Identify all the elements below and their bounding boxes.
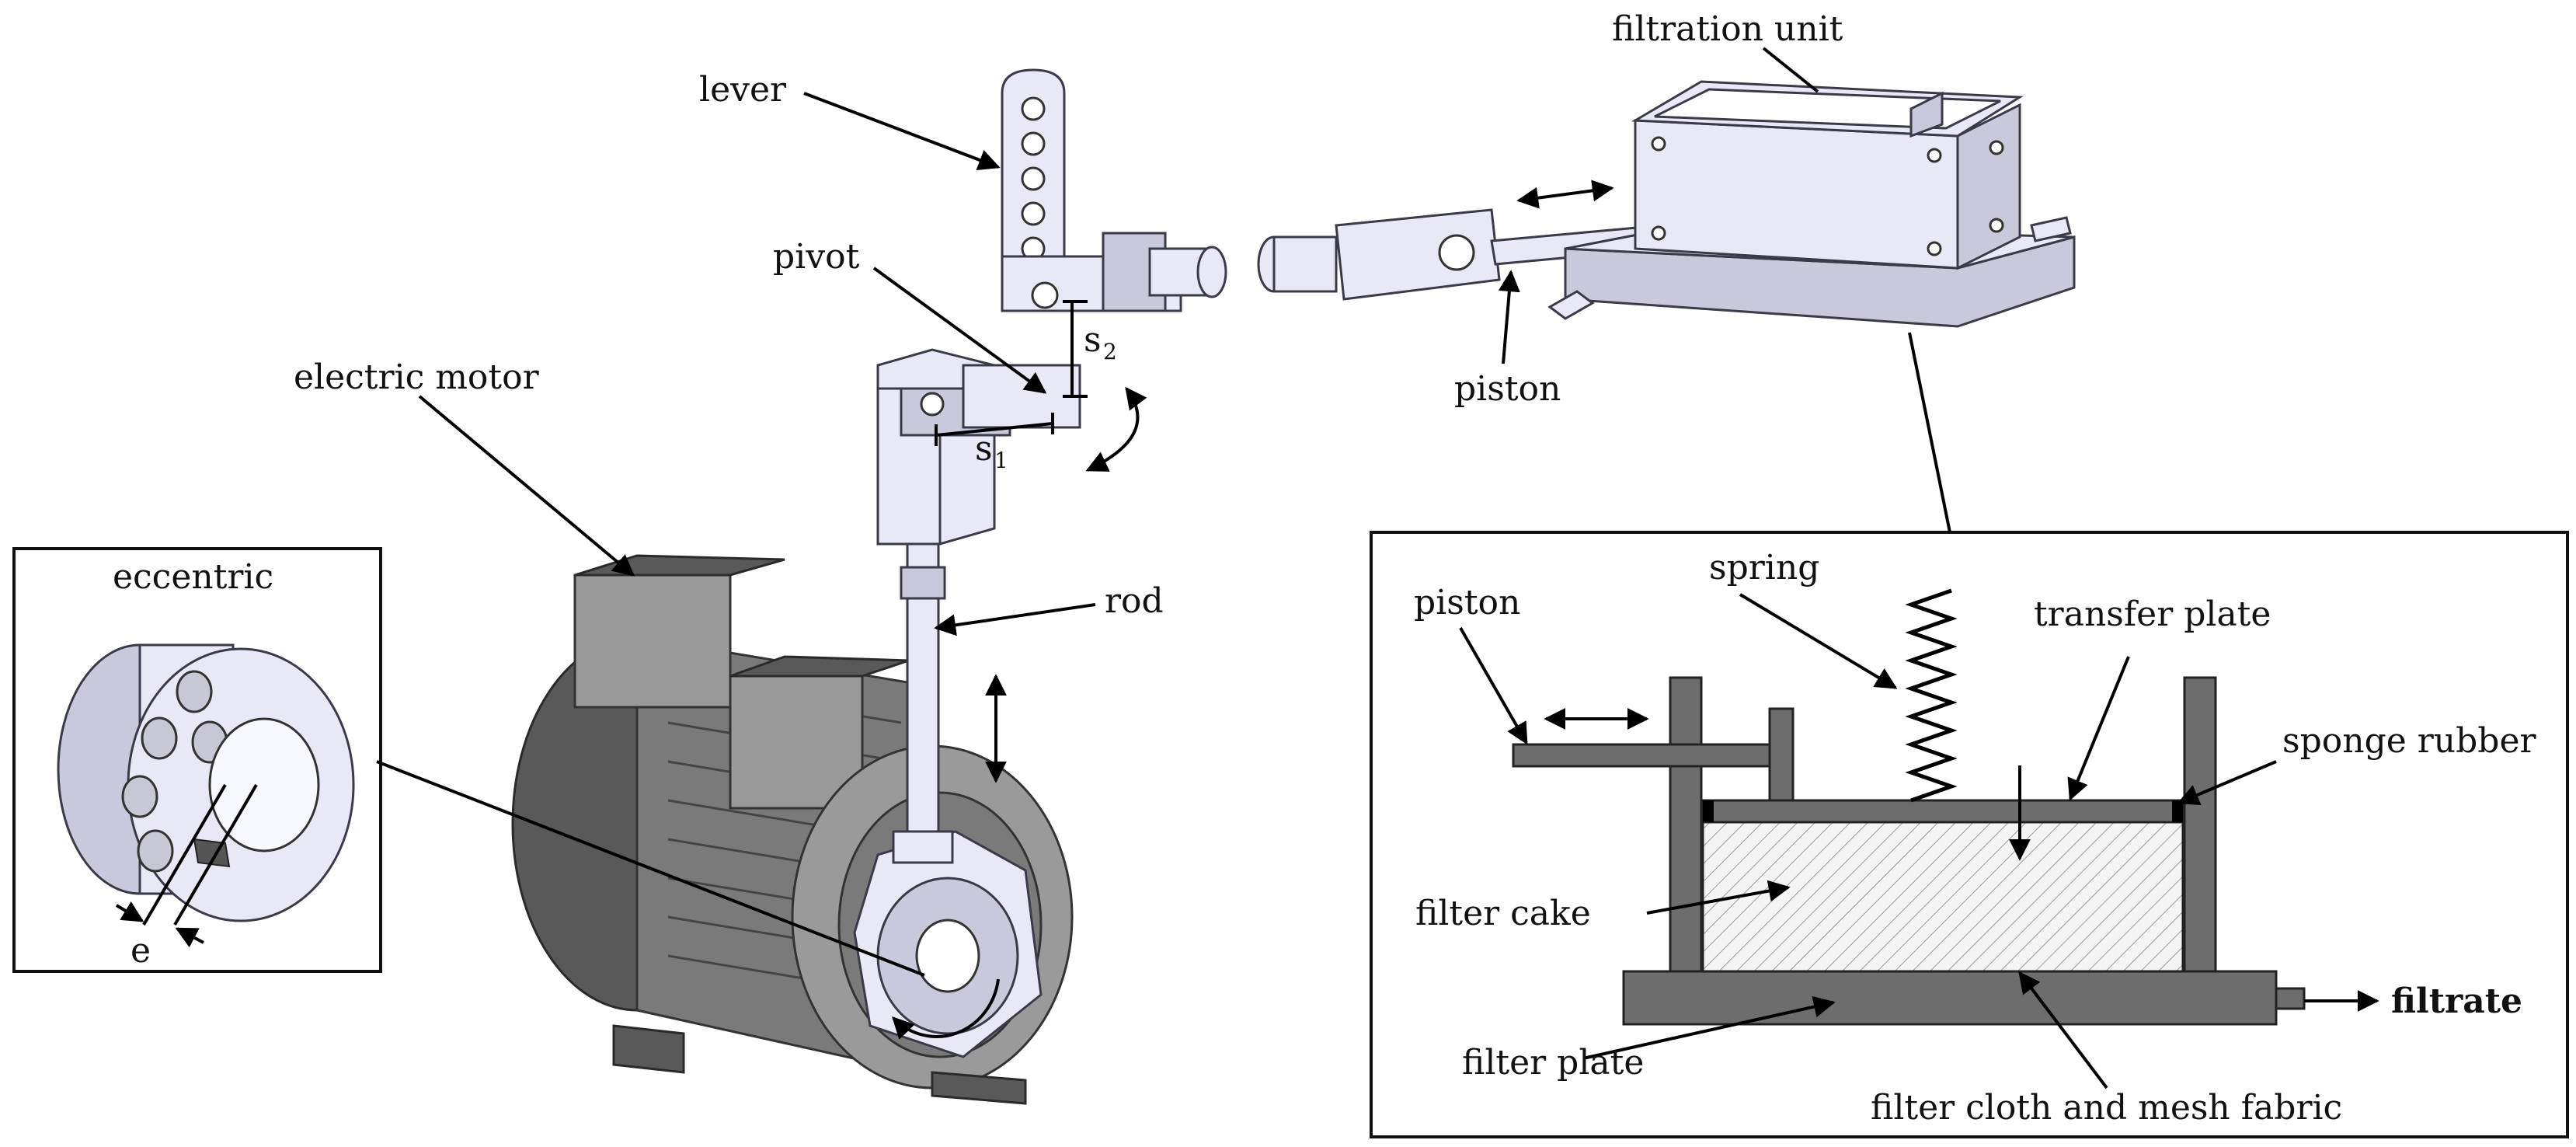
piston-motion-arrow [1516, 180, 1614, 209]
filter-cloth-label: filter cloth and mesh fabric [1871, 1088, 2342, 1128]
leader-lines [376, 47, 2277, 1089]
electric-motor [511, 554, 1074, 1105]
rod [892, 535, 954, 864]
labels: filtration unit lever pivot electric mot… [113, 9, 2537, 1128]
e-label: e [131, 931, 151, 971]
detail-callout-line [1908, 332, 1951, 533]
spring-shape [1905, 588, 1958, 803]
filtration-schematic [1512, 588, 2379, 1026]
filter-cake-label: filter cake [1415, 894, 1591, 933]
filtration-unit-label: filtration unit [1612, 9, 1843, 49]
sponge-rubber-left [1703, 800, 1714, 822]
s2-subscript: 2 [1103, 339, 1117, 364]
right-wall [2183, 676, 2217, 973]
detail-schematic-frame [1370, 531, 2569, 1138]
rod-label: rod [1105, 581, 1164, 621]
s1-label: s [975, 429, 993, 469]
lever-assembly [876, 68, 1227, 546]
dimension-s1: s 1 [935, 413, 1054, 473]
eccentric-part [57, 643, 355, 948]
filter-cake-shape [1701, 821, 2184, 973]
filtrate-label: filtrate [2391, 981, 2522, 1021]
sponge-rubber-right [2172, 800, 2183, 822]
piston-head-shape [1768, 707, 1794, 802]
transfer-plate-label: transfer plate [2034, 594, 2271, 634]
pivot-label: pivot [773, 237, 860, 277]
spring-label: spring [1709, 548, 1819, 587]
filtration-unit [1547, 80, 2076, 328]
piston-rod-shape [1512, 743, 1782, 768]
pivot-rotation-arrow [1085, 386, 1147, 472]
piston-label-top: piston [1454, 369, 1561, 409]
s1-subscript: 1 [994, 448, 1008, 473]
lever-label: lever [699, 70, 787, 110]
electric-motor-label: electric motor [294, 357, 540, 397]
eccentric-inset-frame [12, 547, 382, 973]
piston-label-detail: piston [1414, 583, 1520, 622]
left-wall [1669, 676, 1703, 973]
filter-plate-label: filter plate [1462, 1043, 1644, 1083]
filter-plate-shape [1622, 970, 2278, 1026]
transfer-plate-shape [1701, 799, 2184, 824]
eccentric-label: eccentric [113, 557, 273, 597]
sponge-rubber-label: sponge rubber [2282, 721, 2537, 761]
dimension-s2: s 2 [1063, 300, 1117, 398]
s2-label: s [1084, 320, 1102, 360]
